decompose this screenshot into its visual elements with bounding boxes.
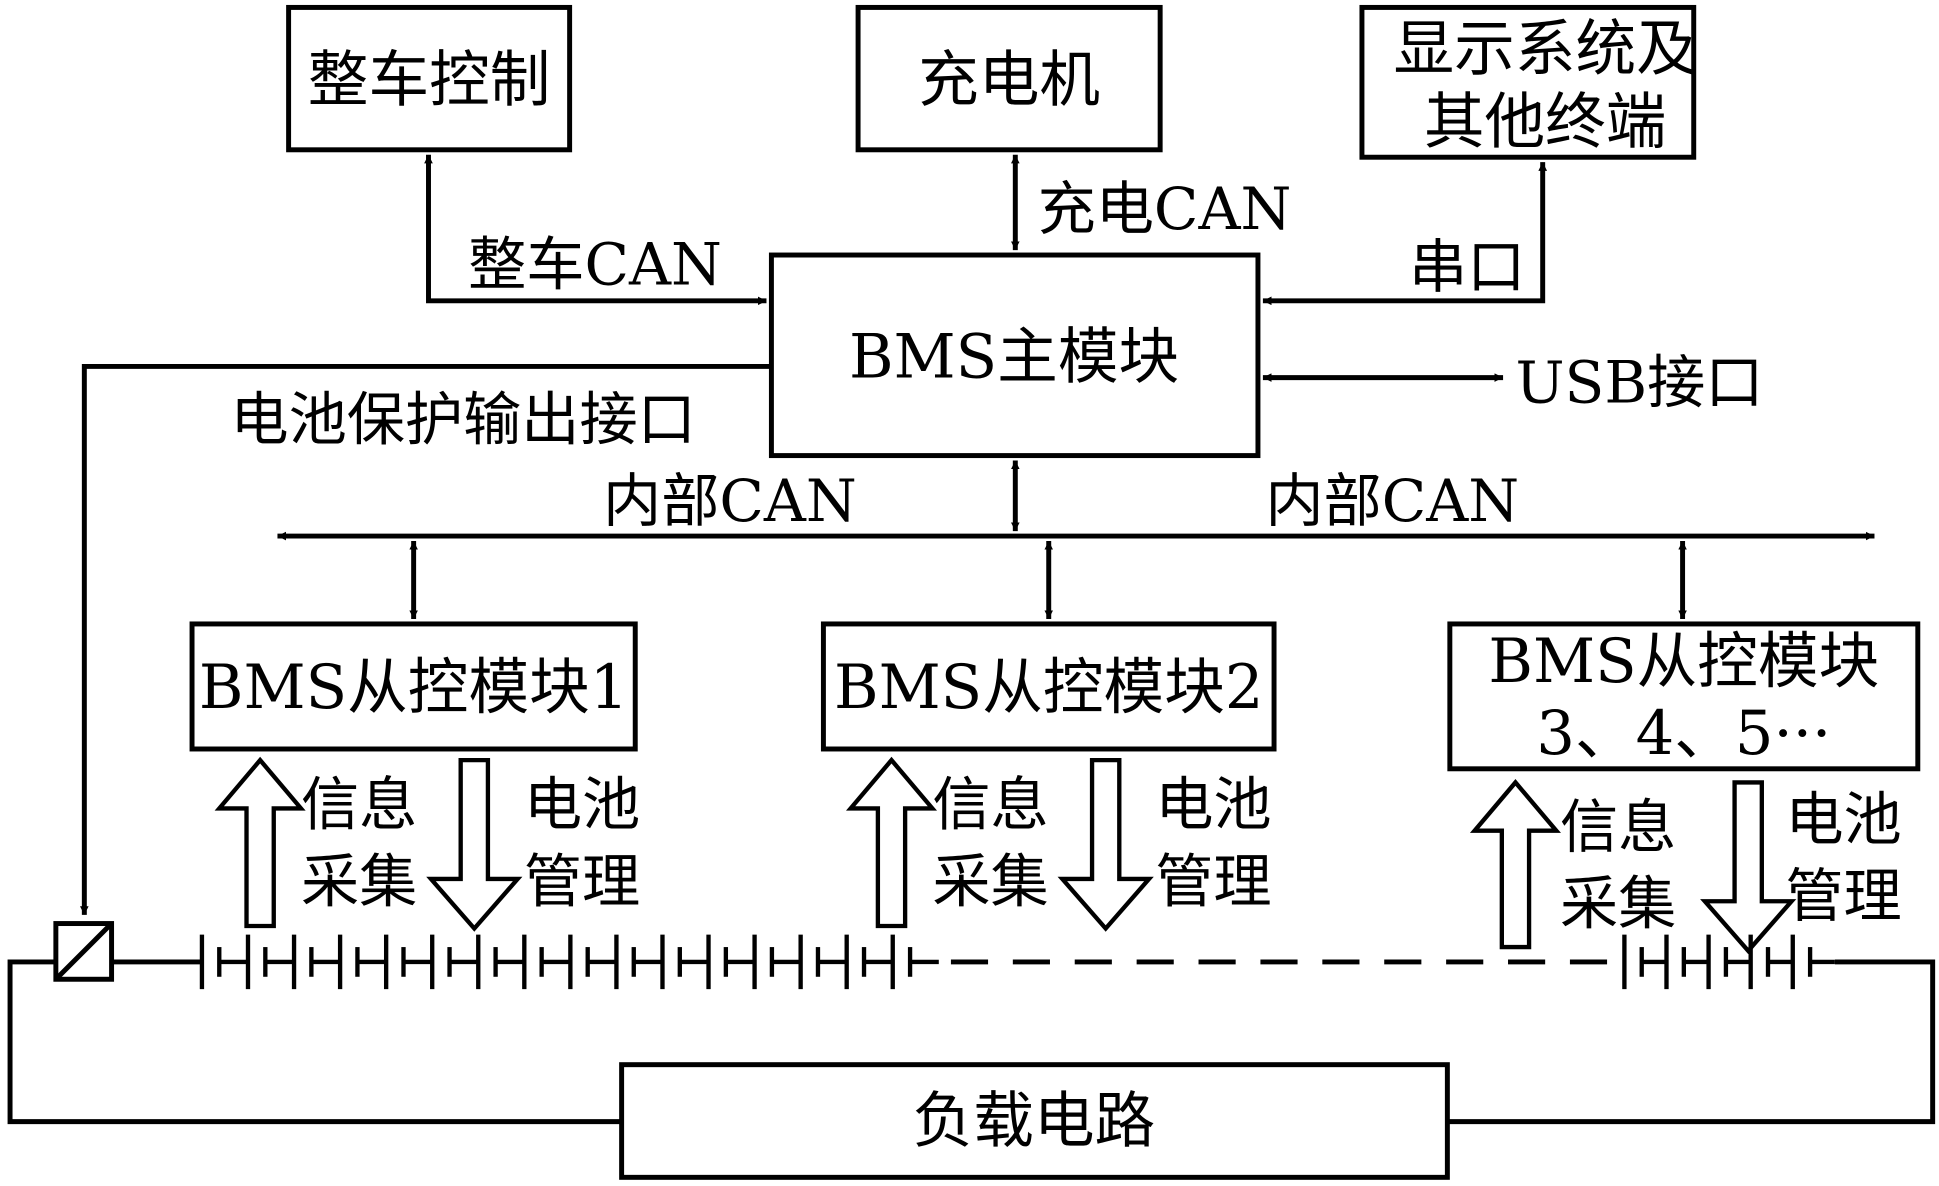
battery-cell	[1622, 934, 1667, 990]
bms-main-node: BMS主模块	[768, 252, 1261, 459]
charger-node: 充电机	[855, 4, 1163, 153]
charge-can-label: 充电CAN	[1038, 175, 1292, 243]
protection-output-label: 电池保护输出接口	[230, 385, 695, 453]
info-collect-label-1b: 采集	[301, 847, 417, 915]
battery-cells-left	[199, 934, 939, 990]
protection-relay-icon	[53, 921, 115, 982]
load-circuit-node: 负载电路	[619, 1062, 1450, 1180]
slave-module-1: BMS从控模块1	[189, 621, 638, 752]
battery-cell	[245, 934, 295, 990]
internal-can-label-left: 内部CAN	[603, 467, 857, 535]
info-collect-label-2a: 信息	[932, 771, 1048, 839]
battery-cell	[1664, 934, 1709, 990]
internal-can-label-right: 内部CAN	[1265, 467, 1519, 535]
internal-can-bus: 内部CAN 内部CAN	[277, 460, 1875, 619]
battery-manage-label-1b: 管理	[524, 847, 640, 915]
info-collect-label-1a: 信息	[301, 771, 417, 839]
vehicle-control-label: 整车控制	[308, 45, 551, 115]
info-collect-label-3b: 采集	[1560, 870, 1676, 938]
usb-label: USB接口	[1515, 348, 1763, 416]
protection-output-link: 电池保护输出接口	[80, 363, 772, 915]
battery-cell	[568, 934, 617, 990]
slave-module-3: BMS从控模块 3、4、5···	[1447, 621, 1921, 772]
serial-link: 串口	[1262, 162, 1548, 306]
battery-cell	[844, 934, 893, 990]
battery-cell	[199, 934, 248, 990]
load-circuit-label: 负载电路	[913, 1086, 1156, 1156]
vehicle-can-link: 整车CAN	[424, 154, 767, 306]
charger-label: 充电机	[918, 45, 1100, 115]
slave-module-3-label-line2: 3、4、5···	[1536, 699, 1831, 769]
info-collect-arrow-1	[214, 756, 306, 929]
battery-cell	[752, 934, 801, 990]
display-label-line1: 显示系统及	[1394, 14, 1697, 84]
vehicle-can-label: 整车CAN	[468, 231, 722, 299]
battery-manage-label-1a: 电池	[524, 771, 640, 839]
battery-manage-label-3a: 电池	[1785, 785, 1901, 853]
battery-cell	[476, 934, 525, 990]
battery-manage-label-2b: 管理	[1155, 847, 1271, 915]
battery-cell	[1790, 934, 1835, 990]
info-collect-label-3a: 信息	[1560, 793, 1676, 861]
battery-cell	[522, 934, 571, 990]
info-collect-arrow-3	[1469, 779, 1561, 950]
battery-cell	[890, 934, 939, 990]
info-collect-arrow-2	[845, 756, 938, 929]
battery-cell	[706, 934, 755, 990]
battery-cell	[1748, 934, 1793, 990]
battery-manage-label-2a: 电池	[1155, 771, 1271, 839]
battery-cell	[614, 934, 663, 990]
display-label-line2: 其他终端	[1424, 87, 1667, 157]
battery-cell	[291, 934, 341, 990]
slave-module-2: BMS从控模块2	[820, 621, 1277, 752]
battery-manage-label-3b: 管理	[1785, 862, 1901, 930]
battery-cell	[798, 934, 847, 990]
info-collect-label-2b: 采集	[932, 847, 1048, 915]
vehicle-control-node: 整车控制	[286, 4, 573, 153]
battery-cell	[1706, 934, 1751, 990]
slave-module-3-label-line1: BMS从控模块	[1488, 627, 1879, 697]
battery-manage-arrow-2	[1057, 757, 1154, 932]
battery-cell	[337, 934, 387, 990]
charge-can-link: 充电CAN	[1010, 154, 1292, 251]
slave-module-2-label: BMS从控模块2	[834, 653, 1263, 723]
display-terminal-node: 显示系统及 其他终端	[1359, 4, 1697, 160]
battery-cell	[660, 934, 709, 990]
bms-main-label: BMS主模块	[849, 323, 1179, 393]
battery-cell	[383, 934, 433, 990]
slave-module-1-label: BMS从控模块1	[199, 653, 628, 723]
battery-cells-right	[1622, 934, 1835, 990]
battery-manage-arrow-1	[426, 757, 523, 932]
power-loop	[7, 959, 1936, 1125]
serial-label: 串口	[1409, 233, 1525, 301]
battery-cell	[430, 934, 479, 990]
usb-link: USB接口	[1262, 348, 1763, 416]
battery-manage-arrow-3	[1700, 780, 1797, 955]
